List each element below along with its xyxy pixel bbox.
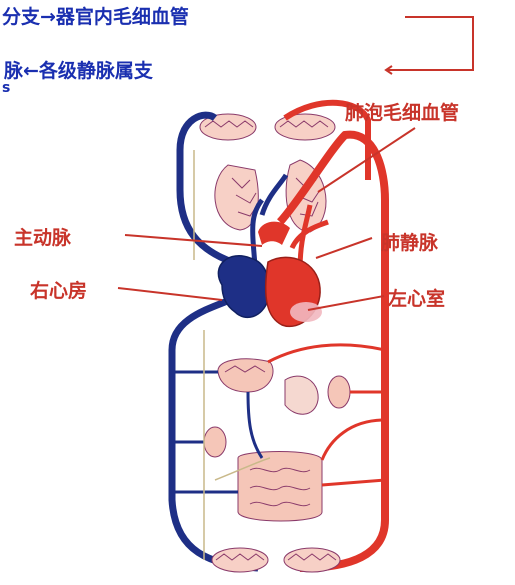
header-line-1: 分支→器官内毛细血管 xyxy=(2,6,189,28)
kidney-left xyxy=(203,426,227,458)
bottom-capillary-bed xyxy=(211,547,341,573)
bracket-arrow-icon xyxy=(384,16,474,75)
intestine xyxy=(237,451,323,522)
leader-lines xyxy=(117,127,416,311)
liver xyxy=(217,358,274,393)
heart xyxy=(217,221,322,328)
pulmonary-artery xyxy=(250,173,289,266)
header-line-3: s xyxy=(2,80,11,96)
stomach xyxy=(284,375,319,415)
label-right-atrium: 右心房 xyxy=(30,280,88,302)
kidney-right xyxy=(327,375,351,409)
label-pulmonary-vein: 肺静脉 xyxy=(381,232,439,254)
header-line-2: 脉←各级静脉属支 xyxy=(4,60,153,82)
head-capillary-bed xyxy=(199,113,336,141)
systemic-artery-loop xyxy=(277,130,389,572)
label-alveolar-capillary: 肺泡毛细血管 xyxy=(345,102,460,124)
label-aorta: 主动脉 xyxy=(14,227,72,249)
label-left-ventricle: 左心室 xyxy=(388,288,446,310)
